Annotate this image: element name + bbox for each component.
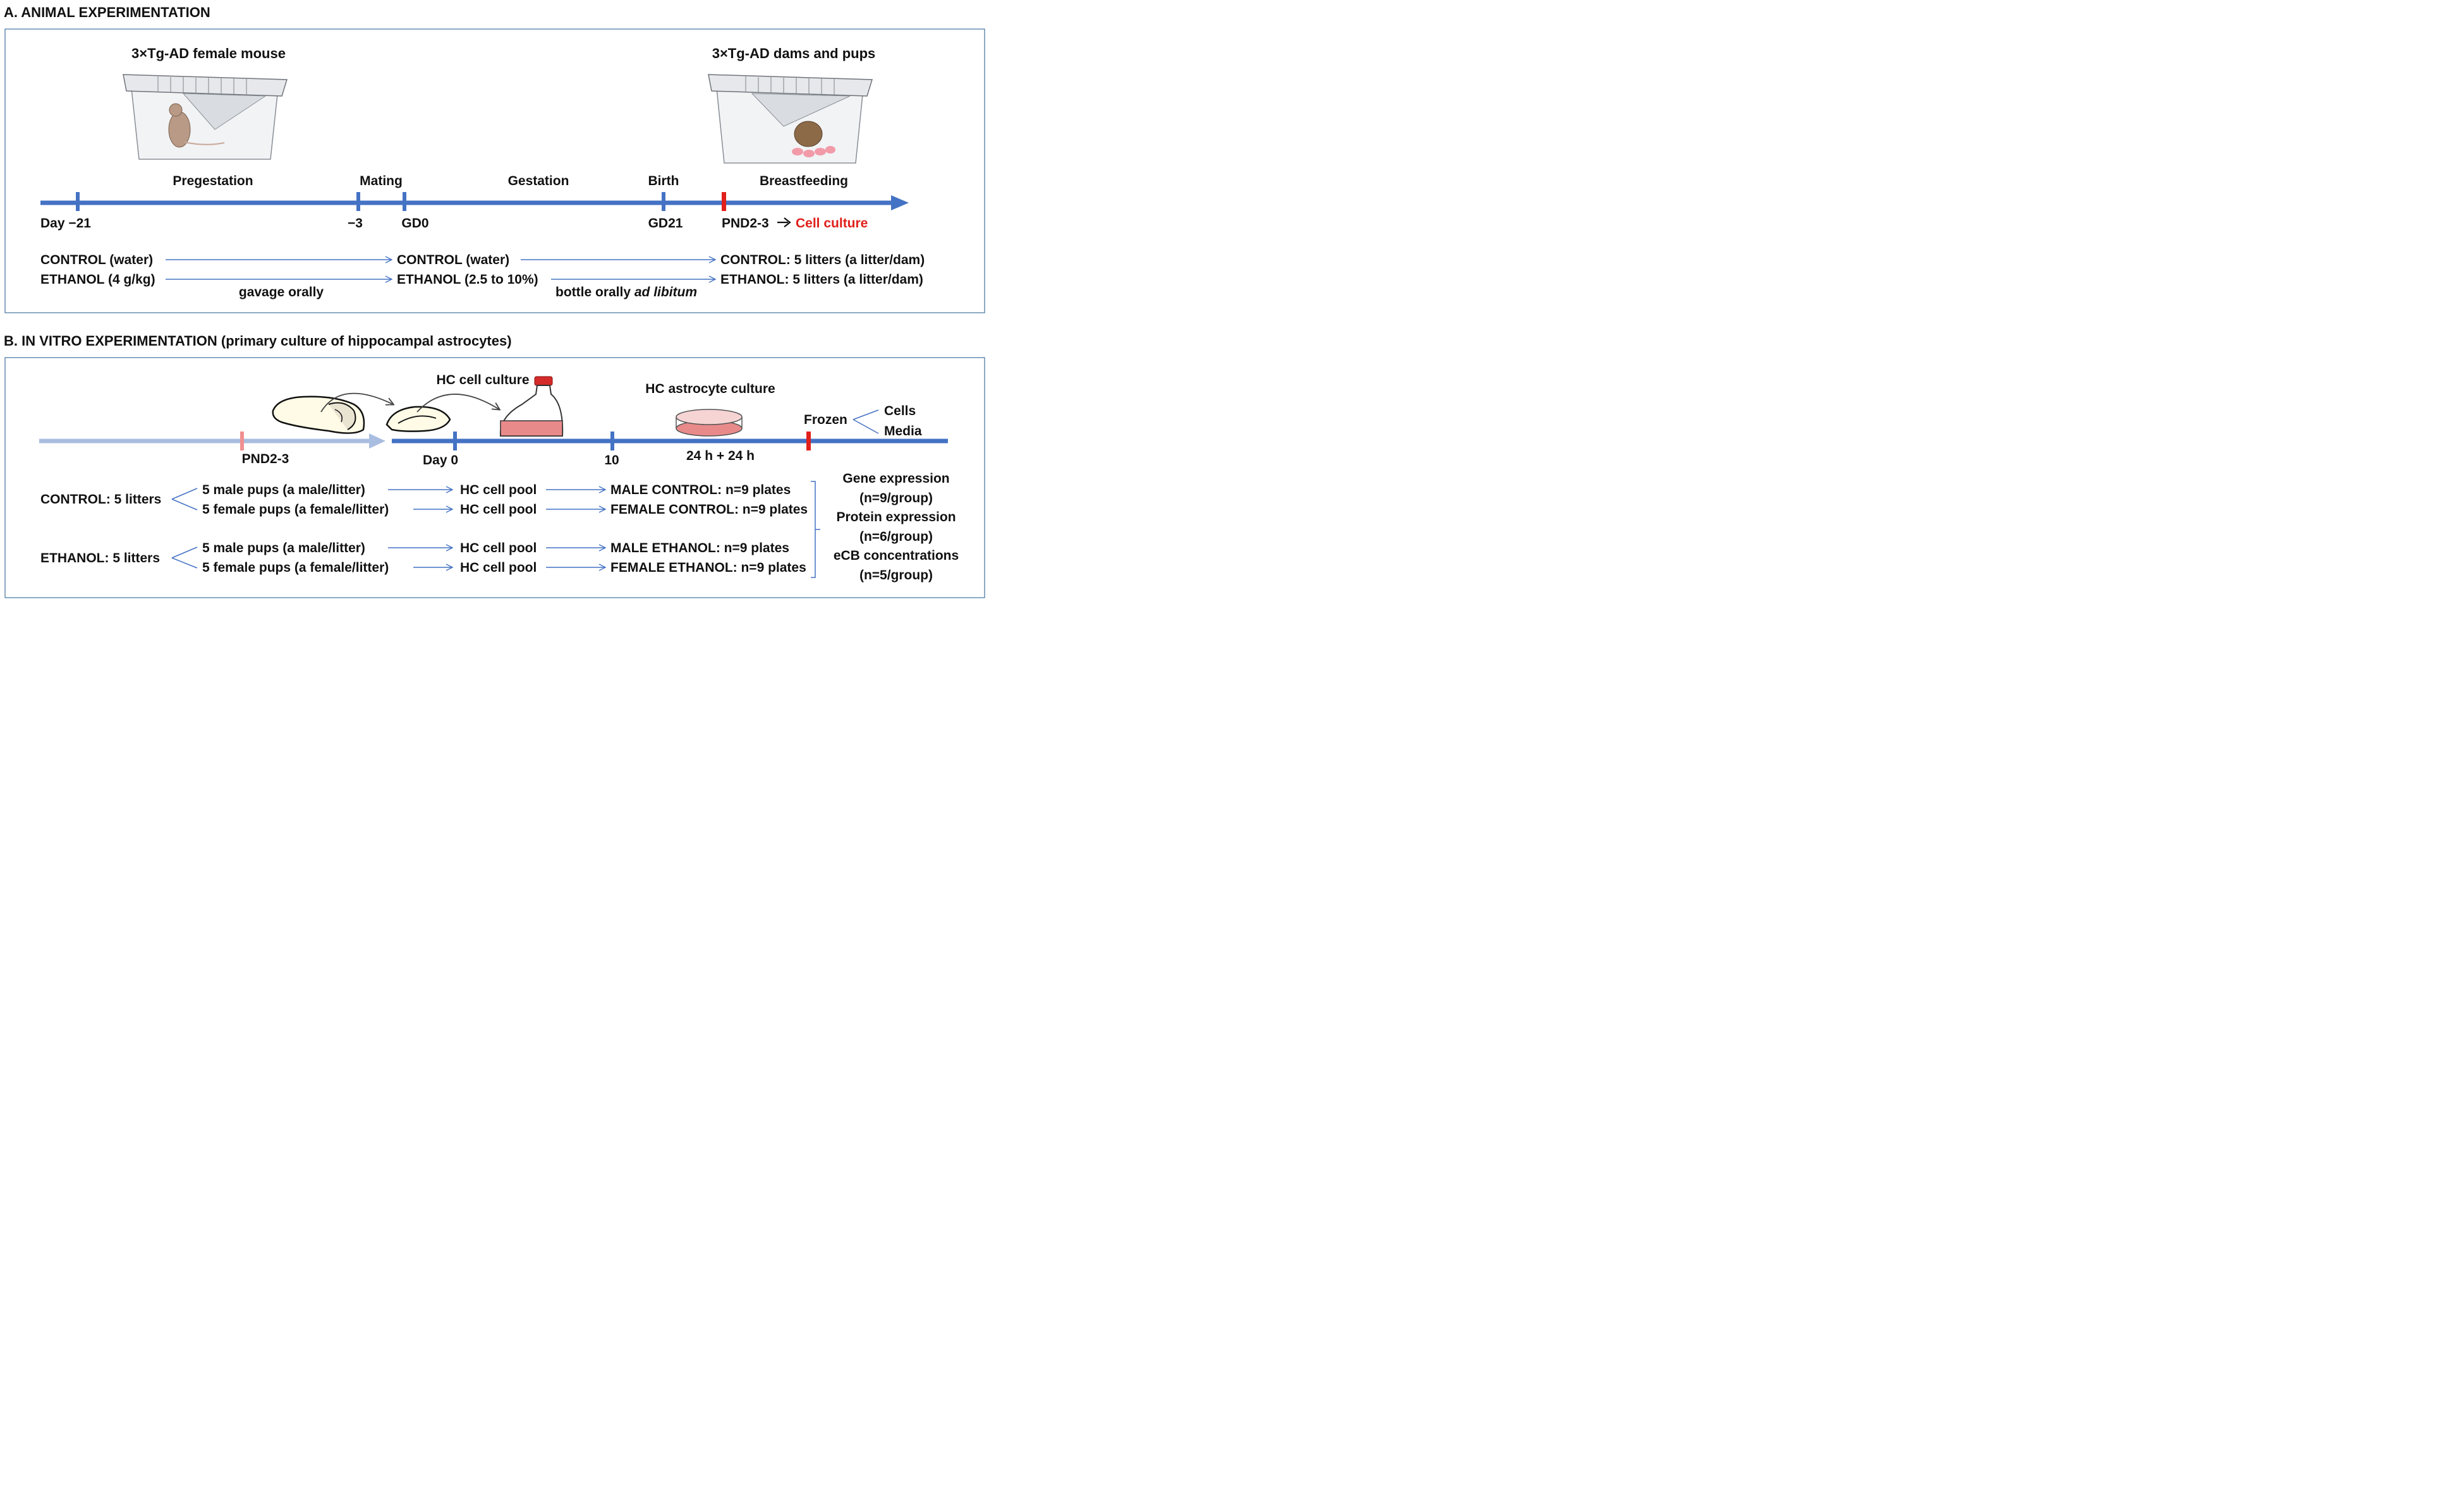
pool-control-male: HC cell pool <box>460 483 537 497</box>
group-ethanol-gest: ETHANOL (2.5 to 10%) <box>397 272 538 287</box>
pool-ethanol-male: HC cell pool <box>460 541 537 555</box>
label-pnd-b: PND2-3 <box>242 452 289 466</box>
ethanol-female-pups: 5 female pups (a female/litter) <box>202 560 389 575</box>
tick-pnd-red <box>722 192 726 211</box>
tick-frozen <box>806 432 811 450</box>
tick-day10 <box>610 432 614 450</box>
tick-gd0 <box>403 192 406 211</box>
label-day-minus-21: Day −21 <box>40 216 91 231</box>
result-female-control: FEMALE CONTROL: n=9 plates <box>610 502 808 517</box>
group-arrows-a <box>166 260 715 279</box>
mouse-cage-left-icon <box>123 74 288 160</box>
label-gd0: GD0 <box>401 216 428 231</box>
cage-left-label: 3×Tg-AD female mouse <box>131 45 286 61</box>
group-arrows-b <box>388 490 605 567</box>
label-gavage: gavage orally <box>239 285 324 299</box>
output-gene: Gene expression <box>842 471 949 486</box>
mouse-cage-right-icon <box>708 74 873 164</box>
pool-control-female: HC cell pool <box>460 502 537 517</box>
culture-flask-icon <box>499 376 564 437</box>
section-a-panel <box>4 28 985 313</box>
label-media: Media <box>884 424 922 438</box>
petri-dish-icon <box>676 409 743 437</box>
control-female-pups: 5 female pups (a female/litter) <box>202 502 389 517</box>
tick-gd21 <box>662 192 665 211</box>
tick-pnd-b <box>240 432 244 450</box>
group-ethanol-pre: ETHANOL (4 g/kg) <box>40 272 155 287</box>
arrow-hippocampus-to-flask <box>416 394 499 413</box>
mouse-brain-icon <box>272 396 365 434</box>
label-pnd: PND2-3 <box>722 216 769 231</box>
label-hc-cell-culture: HC cell culture <box>436 373 529 387</box>
outputs-bracket <box>811 481 820 578</box>
pool-ethanol-female: HC cell pool <box>460 560 537 575</box>
label-ad-libitum: ad libitum <box>634 285 697 299</box>
label-cells: Cells <box>884 404 916 418</box>
section-b-title: B. IN VITRO EXPERIMENTATION (primary cul… <box>4 333 512 349</box>
output-gene-n: (n=9/group) <box>859 491 933 505</box>
label-duration: 24 h + 24 h <box>686 449 755 463</box>
arrow-right-icon <box>777 217 791 227</box>
label-hc-astrocyte-culture: HC astrocyte culture <box>645 382 775 396</box>
label-cell-culture: Cell culture <box>796 216 868 231</box>
output-protein: Protein expression <box>836 510 956 524</box>
section-b-title-sub: (primary culture of hippocampal astrocyt… <box>221 333 512 349</box>
section-a-title: A. ANIMAL EXPERIMENTATION <box>4 4 210 20</box>
phase-pregestation: Pregestation <box>173 174 253 188</box>
label-day10: 10 <box>604 453 619 468</box>
group-control-litters: CONTROL: 5 litters <box>40 492 161 507</box>
hippocampus-icon <box>385 406 451 432</box>
phase-mating: Mating <box>360 174 403 188</box>
tick-day-minus-21 <box>76 192 80 211</box>
label-frozen: Frozen <box>804 413 847 427</box>
phase-gestation: Gestation <box>508 174 569 188</box>
label-gd21: GD21 <box>648 216 683 231</box>
tick-minus-3 <box>356 192 360 211</box>
group-control-post: CONTROL: 5 litters (a litter/dam) <box>720 253 925 267</box>
section-b-panel <box>4 357 985 598</box>
frozen-split-lines <box>853 409 879 434</box>
section-b-title-main: B. IN VITRO EXPERIMENTATION <box>4 333 217 349</box>
figure-canvas: A. ANIMAL EXPERIMENTATION 3×Tg-AD female… <box>4 4 985 598</box>
group-ethanol-litters: ETHANOL: 5 litters <box>40 551 160 565</box>
phase-breastfeeding: Breastfeeding <box>760 174 848 188</box>
control-male-pups: 5 male pups (a male/litter) <box>202 483 365 497</box>
timeline-a <box>40 192 909 211</box>
arrow-brain-to-hippocampus <box>320 392 393 413</box>
result-male-ethanol: MALE ETHANOL: n=9 plates <box>610 541 789 555</box>
group-control-gest: CONTROL (water) <box>397 253 509 267</box>
output-ecb-n: (n=5/group) <box>859 568 933 583</box>
label-bottle-text: bottle orally <box>555 285 631 299</box>
timeline-b <box>39 432 948 450</box>
label-minus-3: −3 <box>348 216 363 231</box>
result-male-control: MALE CONTROL: n=9 plates <box>610 483 791 497</box>
label-day0: Day 0 <box>423 453 458 468</box>
phase-birth: Birth <box>648 174 679 188</box>
group-ethanol-post: ETHANOL: 5 litters (a litter/dam) <box>720 272 923 287</box>
split-lines-b <box>171 488 198 569</box>
output-protein-n: (n=6/group) <box>859 529 933 544</box>
label-bottle: bottle orally ad libitum <box>555 285 697 299</box>
tick-day0 <box>453 432 457 450</box>
output-ecb: eCB concentrations <box>834 548 959 563</box>
cage-right-label: 3×Tg-AD dams and pups <box>712 45 876 61</box>
result-female-ethanol: FEMALE ETHANOL: n=9 plates <box>610 560 806 575</box>
ethanol-male-pups: 5 male pups (a male/litter) <box>202 541 365 555</box>
group-control-pre: CONTROL (water) <box>40 253 153 267</box>
